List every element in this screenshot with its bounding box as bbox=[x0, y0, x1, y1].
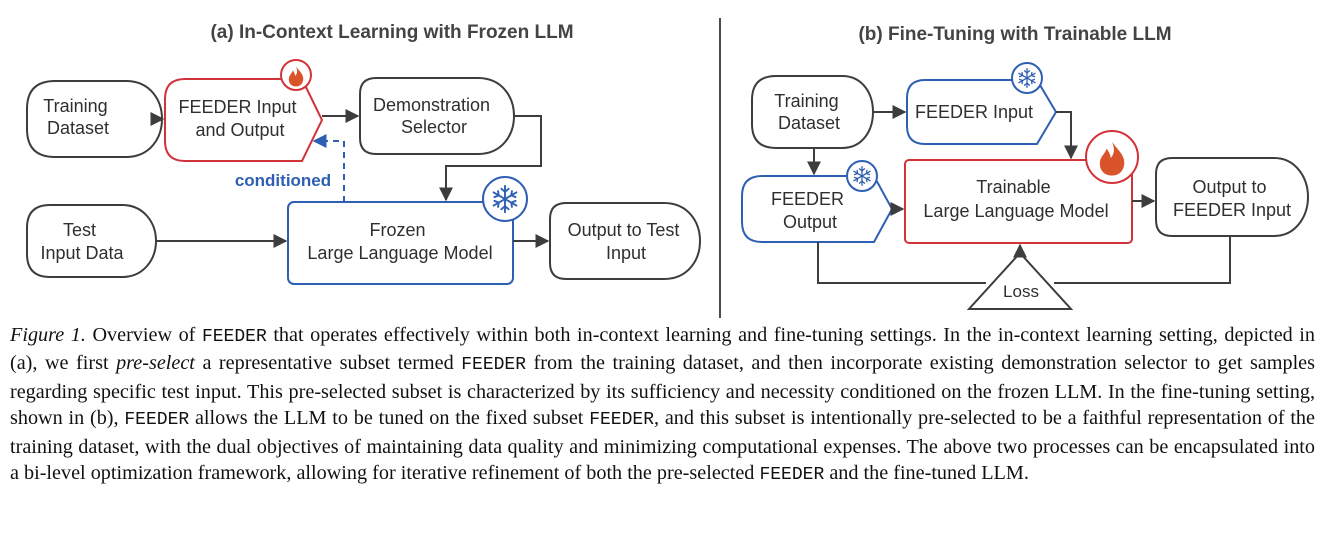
fire-icon bbox=[1085, 130, 1139, 184]
b-training-dataset-label: Training Dataset bbox=[774, 91, 843, 133]
output-feeder-input-node bbox=[1155, 157, 1310, 237]
caption-text: a representative subset termed bbox=[194, 352, 462, 375]
line-feeder-output-to-loss bbox=[817, 242, 986, 284]
training-dataset-node bbox=[26, 80, 164, 158]
arrow-feeder-input-to-llm bbox=[1056, 111, 1078, 160]
caption-text: , and this subset is intentionally pre-s… bbox=[10, 407, 1315, 485]
b-feeder-output-node bbox=[741, 175, 894, 243]
feeder-input-output-label: FEEDER Input and Output bbox=[178, 97, 301, 140]
figure-diagram: (a) In-Context Learning with Frozen LLM … bbox=[26, 18, 1310, 318]
caption-text: allows the LLM to be tuned on the fixed … bbox=[189, 407, 590, 430]
caption-code: FEEDER bbox=[461, 355, 527, 376]
output-test-input-node bbox=[549, 202, 702, 280]
demonstration-selector-label: Demonstration Selector bbox=[373, 95, 495, 137]
line-output-feeder-to-loss bbox=[1054, 236, 1231, 284]
feeder-input-output-node bbox=[164, 78, 324, 162]
panel-a: (a) In-Context Learning with Frozen LLM … bbox=[26, 22, 702, 285]
snowflake-icon bbox=[482, 176, 528, 222]
b-feeder-input-node bbox=[906, 79, 1058, 145]
frozen-llm-label: Frozen Large Language Model bbox=[307, 220, 492, 263]
caption-text: from the training dataset, and then inco… bbox=[10, 352, 1315, 430]
caption-code: FEEDER bbox=[759, 465, 825, 486]
caption-code: FEEDER bbox=[589, 410, 654, 431]
panel-a-title: (a) In-Context Learning with Frozen LLM bbox=[210, 22, 573, 43]
frozen-llm-node bbox=[287, 201, 514, 285]
arrow-selector-to-llm bbox=[439, 115, 542, 202]
trainable-llm-label: Trainable Large Language Model bbox=[923, 177, 1108, 221]
output-feeder-input-label: Output to FEEDER Input bbox=[1173, 177, 1291, 220]
loss-label: Loss bbox=[1003, 282, 1039, 301]
output-test-input-label: Output to Test Input bbox=[568, 220, 685, 263]
caption-text: Overview of bbox=[85, 324, 202, 346]
snowflake-icon bbox=[846, 160, 878, 192]
demonstration-selector-node bbox=[359, 77, 516, 155]
caption-code: FEEDER bbox=[124, 410, 190, 431]
caption-text: and the fine-tuned LLM. bbox=[824, 462, 1029, 485]
caption-code: FEEDER bbox=[201, 327, 267, 347]
training-dataset-label: Training Dataset bbox=[43, 96, 112, 138]
figure-caption: Figure 1. Overview of FEEDER that operat… bbox=[10, 322, 1315, 488]
fire-icon bbox=[280, 59, 312, 91]
test-input-data-label: Test Input Data bbox=[40, 220, 124, 263]
snowflake-icon bbox=[1011, 62, 1043, 94]
panel-b: (b) Fine-Tuning with Trainable LLM Train… bbox=[741, 24, 1310, 310]
b-feeder-input-label: FEEDER Input bbox=[915, 102, 1033, 122]
loss-node bbox=[966, 251, 1074, 310]
caption-emphasis: pre-select bbox=[116, 352, 195, 375]
panel-b-title: (b) Fine-Tuning with Trainable LLM bbox=[858, 24, 1171, 45]
b-feeder-output-label: FEEDER Output bbox=[771, 189, 849, 232]
caption-label: Figure 1. bbox=[10, 324, 86, 346]
conditioned-label: conditioned bbox=[235, 171, 331, 190]
test-input-data-node bbox=[26, 204, 158, 278]
caption-text: that operates effectively within both in… bbox=[10, 324, 1315, 375]
b-training-dataset-node bbox=[751, 75, 875, 149]
conditioned-dashed-arrow bbox=[312, 134, 345, 202]
